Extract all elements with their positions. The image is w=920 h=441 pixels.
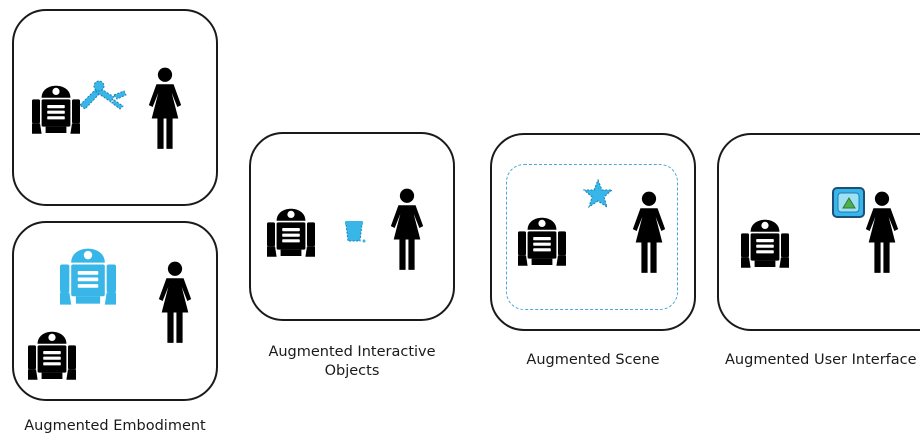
panel-embodiment-arm	[12, 9, 218, 206]
robot-arm-icon	[79, 80, 127, 110]
ui-window-icon	[832, 187, 865, 218]
person-icon	[148, 67, 182, 149]
panel-embodiment-virtual-robot	[12, 221, 218, 401]
augmented-scene-area	[506, 164, 678, 310]
person-icon	[158, 261, 192, 343]
star-icon	[582, 178, 614, 209]
caption-augmented-user-interface: Augmented User Interface	[725, 352, 917, 368]
person-icon	[390, 188, 424, 270]
person-icon	[632, 191, 666, 273]
robot-icon	[32, 85, 80, 134]
panel-scene	[490, 133, 696, 331]
caption-augmented-interactive-objects: Augmented Interactive Objects	[268, 344, 436, 379]
virtual-robot-icon	[60, 248, 116, 305]
person-icon	[865, 191, 899, 273]
caption-augmented-scene: Augmented Scene	[526, 352, 660, 368]
robot-icon	[267, 208, 315, 257]
robot-icon	[741, 219, 789, 268]
panel-interactive-objects	[249, 132, 455, 321]
robot-icon	[28, 331, 76, 380]
panel-user-interface	[717, 133, 920, 331]
cup-icon	[345, 221, 366, 243]
caption-augmented-embodiment: Augmented Embodiment	[24, 418, 206, 434]
robot-icon	[518, 217, 566, 266]
